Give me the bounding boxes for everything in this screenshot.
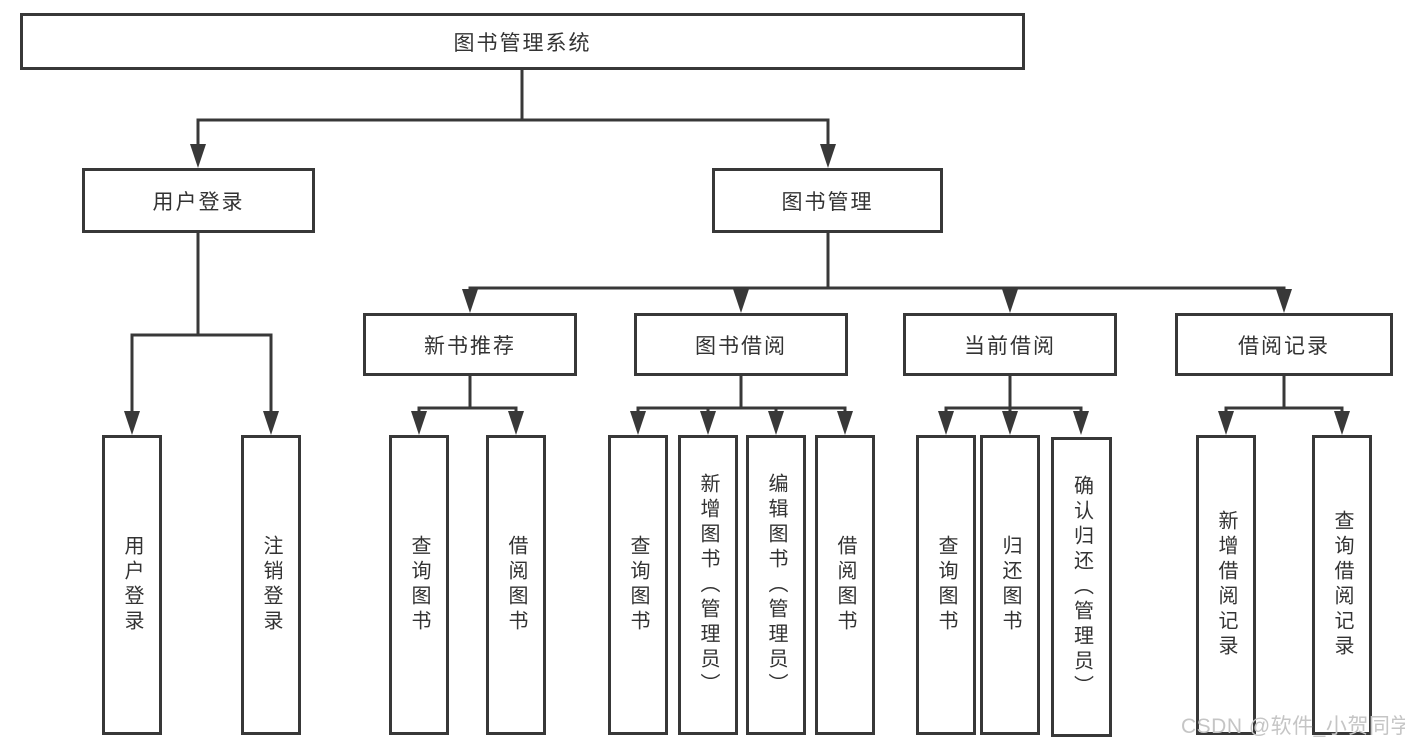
leaf-user-login-label: 用户登录 [121,535,143,635]
leaf-query-books-borrowing-label: 查询图书 [627,535,649,635]
node-current-borrowing-label: 当前借阅 [964,334,1056,358]
leaf-return-books-label: 归还图书 [999,535,1021,635]
leaf-query-books-current-label: 查询图书 [935,535,957,635]
leaf-add-borrow-record: 新增借阅记录 [1196,435,1256,735]
leaf-query-books-current: 查询图书 [916,435,976,735]
leaf-query-books-borrowing: 查询图书 [608,435,668,735]
node-book-management-label: 图书管理 [781,190,874,214]
node-borrowing-records: 借阅记录 [1175,313,1393,376]
watermark: CSDN @软件_小贺同学 [1181,715,1405,738]
leaf-confirm-return-admin: 确认归还（管理员） [1051,437,1112,737]
node-book-management: 图书管理 [712,168,943,233]
node-book-borrowing-label: 图书借阅 [695,334,787,358]
leaf-borrow-books-label: 借阅图书 [834,535,856,635]
node-new-book-recommend: 新书推荐 [363,313,577,376]
leaf-query-books-recommend-label: 查询图书 [408,535,430,635]
leaf-return-books: 归还图书 [980,435,1040,735]
leaf-borrow-books-recommend: 借阅图书 [486,435,546,735]
node-current-borrowing: 当前借阅 [903,313,1117,376]
node-root-label: 图书管理系统 [453,31,592,55]
leaf-logout-label: 注销登录 [260,535,282,635]
leaf-user-login: 用户登录 [102,435,162,735]
leaf-logout: 注销登录 [241,435,301,735]
node-user-login: 用户登录 [82,168,315,233]
node-borrowing-records-label: 借阅记录 [1238,334,1330,358]
node-book-borrowing: 图书借阅 [634,313,848,376]
leaf-confirm-return-admin-label: 确认归还（管理员） [1070,474,1093,700]
leaf-borrow-books-recommend-label: 借阅图书 [505,535,527,635]
leaf-borrow-books: 借阅图书 [815,435,875,735]
leaf-add-books-admin: 新增图书（管理员） [678,435,738,735]
leaf-edit-books-admin-label: 编辑图书（管理员） [765,472,787,698]
leaf-add-borrow-record-label: 新增借阅记录 [1215,510,1237,660]
node-user-login-label: 用户登录 [152,190,245,214]
leaf-query-borrow-record: 查询借阅记录 [1312,435,1372,735]
leaf-query-borrow-record-label: 查询借阅记录 [1331,510,1353,660]
leaf-add-books-admin-label: 新增图书（管理员） [697,472,719,698]
leaf-query-books-recommend: 查询图书 [389,435,449,735]
node-new-book-recommend-label: 新书推荐 [424,334,516,358]
node-root: 图书管理系统 [20,13,1025,70]
leaf-edit-books-admin: 编辑图书（管理员） [746,435,806,735]
